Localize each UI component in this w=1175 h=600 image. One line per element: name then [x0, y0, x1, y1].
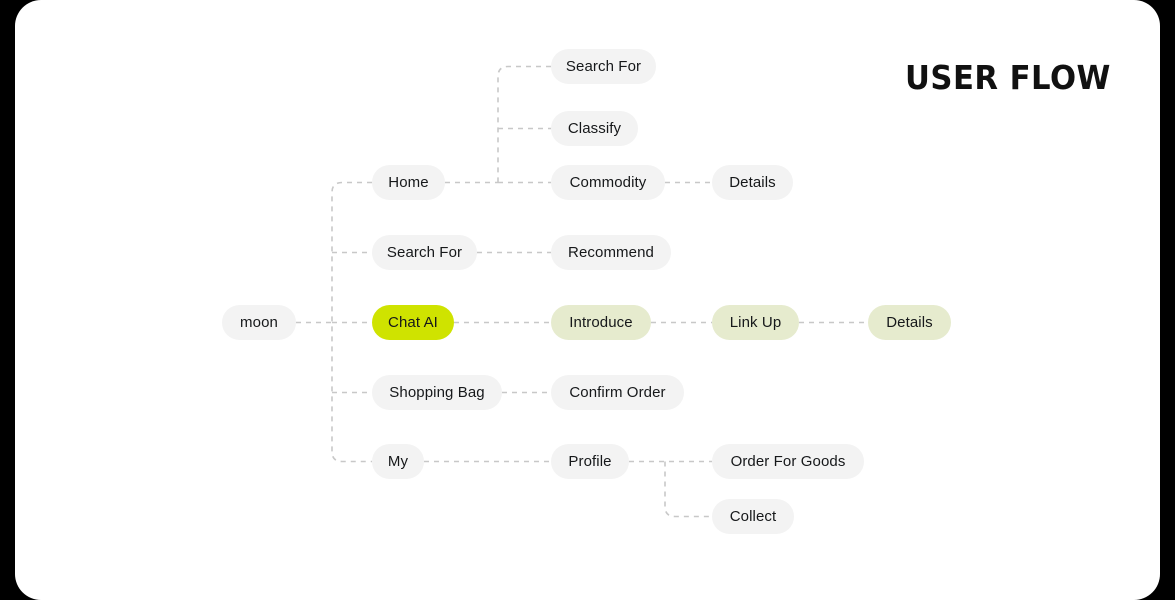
flow-node-search-for-l3[interactable]: Search For [551, 49, 656, 84]
flow-node-label: Commodity [569, 174, 647, 191]
flow-node-label: Details [729, 174, 776, 191]
flow-node-label: moon [240, 314, 278, 331]
flow-node-chat-ai[interactable]: Chat AI [372, 305, 454, 340]
flow-node-label: Introduce [569, 314, 633, 331]
flow-node-label: Recommend [568, 244, 654, 261]
flow-node-label: Order For Goods [730, 453, 846, 470]
flow-node-recommend[interactable]: Recommend [551, 235, 671, 270]
flow-node-label: Confirm Order [569, 384, 666, 401]
flow-node-label: Collect [729, 508, 777, 525]
flow-node-collect[interactable]: Collect [712, 499, 794, 534]
flow-node-label: Profile [568, 453, 612, 470]
flow-node-profile[interactable]: Profile [551, 444, 629, 479]
flow-node-search-for-l2[interactable]: Search For [372, 235, 477, 270]
flow-node-confirm-order[interactable]: Confirm Order [551, 375, 684, 410]
flow-node-moon[interactable]: moon [222, 305, 296, 340]
flow-card [15, 0, 1160, 600]
flow-node-label: Details [886, 314, 933, 331]
flow-node-label: Search For [565, 58, 642, 75]
flow-node-label: Classify [567, 120, 622, 137]
flow-node-introduce[interactable]: Introduce [551, 305, 651, 340]
flow-node-label: Home [388, 174, 429, 191]
flow-node-details-top[interactable]: Details [712, 165, 793, 200]
flow-node-label: Search For [386, 244, 463, 261]
flow-node-commodity[interactable]: Commodity [551, 165, 665, 200]
flow-node-label: Link Up [729, 314, 782, 331]
flow-node-order-for-goods[interactable]: Order For Goods [712, 444, 864, 479]
flow-node-home[interactable]: Home [372, 165, 445, 200]
flow-node-label: Chat AI [388, 314, 438, 331]
page-title: USER FLOW [905, 58, 1111, 97]
flow-node-classify[interactable]: Classify [551, 111, 638, 146]
flow-node-link-up[interactable]: Link Up [712, 305, 799, 340]
flow-node-details-right[interactable]: Details [868, 305, 951, 340]
flow-node-shopping-bag[interactable]: Shopping Bag [372, 375, 502, 410]
flow-node-label: Shopping Bag [389, 384, 485, 401]
flow-node-label: My [387, 453, 409, 470]
flow-node-my[interactable]: My [372, 444, 424, 479]
